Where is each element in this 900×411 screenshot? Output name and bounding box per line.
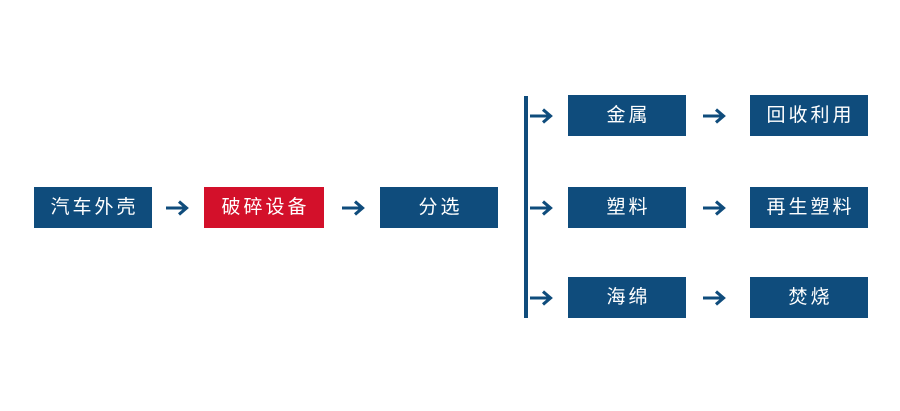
node-metal-material[interactable]: 金属 (568, 95, 686, 136)
arrow-right-icon (527, 193, 557, 223)
arrow-right-icon (700, 283, 730, 313)
node-metal-outcome[interactable]: 回收利用 (750, 95, 868, 136)
arrow-right-icon (163, 193, 193, 223)
arrow-right-icon (527, 101, 557, 131)
node-shell[interactable]: 汽车外壳 (34, 187, 152, 228)
arrow-right-icon (700, 193, 730, 223)
vertical-bus-line (524, 96, 528, 318)
arrow-right-icon (700, 101, 730, 131)
node-sorting[interactable]: 分选 (380, 187, 498, 228)
node-plastic-outcome[interactable]: 再生塑料 (750, 187, 868, 228)
arrow-right-icon (339, 193, 369, 223)
node-sponge-material[interactable]: 海绵 (568, 277, 686, 318)
arrow-right-icon (527, 283, 557, 313)
node-crusher[interactable]: 破碎设备 (204, 187, 324, 228)
node-sponge-outcome[interactable]: 焚烧 (750, 277, 868, 318)
node-plastic-material[interactable]: 塑料 (568, 187, 686, 228)
